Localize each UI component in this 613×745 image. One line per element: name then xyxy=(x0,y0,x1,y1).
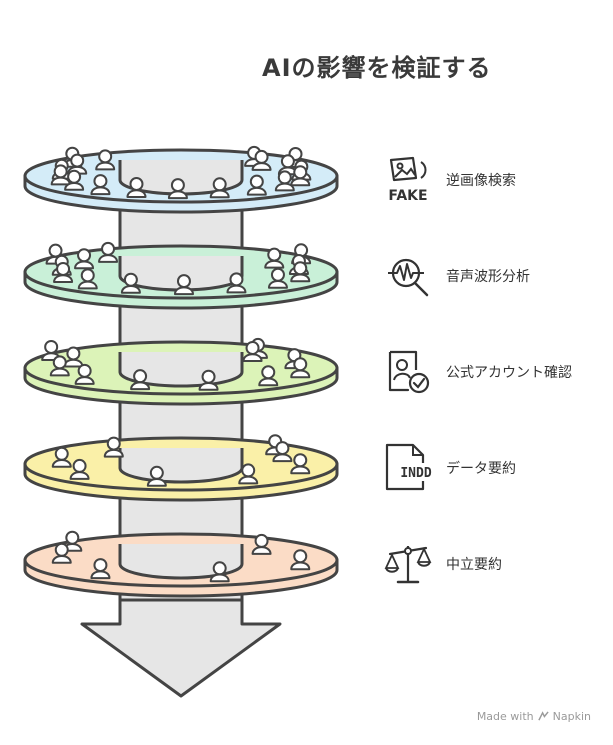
person-icon xyxy=(274,170,295,192)
person-icon xyxy=(290,357,311,379)
person-icon xyxy=(67,153,88,175)
napkin-logo-icon xyxy=(537,711,549,721)
person-icon xyxy=(290,165,311,187)
footer-prefix: Made with xyxy=(476,710,534,723)
person-icon xyxy=(51,446,72,468)
footer-credit: Made with Napkin xyxy=(477,710,591,723)
disc-layer-5 xyxy=(23,530,339,598)
person-icon xyxy=(238,463,259,485)
person-icon xyxy=(246,174,267,196)
legend-label: 逆画像検索 xyxy=(446,173,516,189)
person-icon xyxy=(290,261,311,283)
legend-item-reverse-image-search: FAKE 逆画像検索 xyxy=(382,152,516,208)
legend-label: 音声波形分析 xyxy=(446,269,530,285)
person-icon xyxy=(50,164,71,186)
person-icon xyxy=(167,178,188,200)
person-icon xyxy=(242,340,263,362)
verified-account-icon xyxy=(382,346,434,398)
person-icon xyxy=(198,369,219,391)
person-icon xyxy=(209,177,230,199)
fake-label: FAKE xyxy=(388,188,427,204)
person-icon xyxy=(49,355,70,377)
person-icon xyxy=(226,272,247,294)
disc-layer-1 xyxy=(23,145,339,214)
disc-layer-3 xyxy=(23,337,339,406)
fake-image-icon: FAKE xyxy=(382,154,434,206)
person-icon xyxy=(53,261,74,283)
page-title: AIの影響を検証する xyxy=(262,54,492,82)
person-icon xyxy=(146,465,167,487)
person-icon xyxy=(51,542,72,564)
person-icon xyxy=(267,267,288,289)
person-icon xyxy=(258,365,279,387)
person-icon xyxy=(95,149,116,171)
legend-label: 公式アカウント確認 xyxy=(446,365,572,381)
disc-layers xyxy=(23,145,339,598)
person-icon xyxy=(103,436,124,458)
down-arrow xyxy=(80,598,282,698)
person-icon xyxy=(98,241,119,263)
legend-item-neutral-summary: 中立要約 xyxy=(382,536,502,592)
legend-item-official-account: 公式アカウント確認 xyxy=(382,344,572,400)
person-icon xyxy=(272,441,293,463)
indd-file-icon: INDD xyxy=(382,442,434,494)
person-icon xyxy=(120,272,141,294)
legend-item-audio-waveform: 音声波形分析 xyxy=(382,248,530,304)
disc-layer-2 xyxy=(23,241,339,310)
person-icon xyxy=(130,369,151,391)
person-icon xyxy=(264,247,285,269)
person-icon xyxy=(126,177,147,199)
person-icon xyxy=(90,558,111,580)
footer-brand: Napkin xyxy=(552,710,591,723)
legend-item-data-summary: INDD データ要約 xyxy=(382,440,516,496)
person-icon xyxy=(290,453,311,475)
person-icon xyxy=(251,533,272,555)
person-icon xyxy=(77,268,98,290)
person-icon xyxy=(74,363,95,385)
person-icon xyxy=(251,149,272,171)
balance-scale-icon xyxy=(382,538,434,590)
person-icon xyxy=(173,274,194,296)
person-icon xyxy=(209,561,230,583)
indd-label: INDD xyxy=(400,466,431,481)
person-icon xyxy=(69,458,90,480)
waveform-search-icon xyxy=(382,250,434,302)
person-icon xyxy=(90,174,111,196)
person-icon xyxy=(74,248,95,270)
person-icon xyxy=(290,549,311,571)
disc-layer-4 xyxy=(23,434,339,502)
person-icon xyxy=(64,169,85,191)
legend-label: データ要約 xyxy=(446,461,516,477)
legend-label: 中立要約 xyxy=(446,557,502,573)
